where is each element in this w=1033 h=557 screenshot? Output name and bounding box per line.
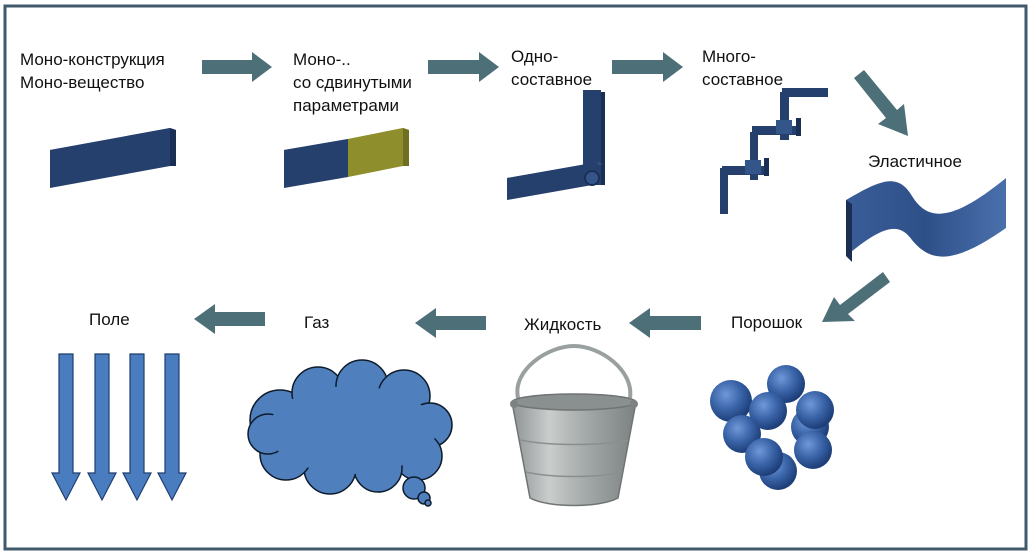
arrow-gas-to-field xyxy=(194,304,265,334)
flow-arrows xyxy=(194,52,908,338)
label-powder-line-1: Порошок xyxy=(731,313,803,332)
flat-bar-icon xyxy=(50,128,176,188)
field-arrow-2 xyxy=(87,353,117,502)
label-field-line-1: Поле xyxy=(89,310,130,329)
label-mono-line-1: Моно-конструкция xyxy=(20,50,165,69)
label-liquid: Жидкость xyxy=(524,313,601,336)
label-gas: Газ xyxy=(304,311,329,334)
field-arrows-icon xyxy=(51,353,187,502)
label-shifted-line-1: Моно-.. xyxy=(293,50,351,69)
multi-link-icon xyxy=(720,88,828,214)
two-color-bar-icon xyxy=(284,128,409,188)
label-elastic-line-1: Эластичное xyxy=(868,152,962,171)
label-single: Одно- составное xyxy=(511,45,592,91)
label-mono-line-2: Моно-вещество xyxy=(20,73,145,92)
arrow-powder-to-liquid xyxy=(629,308,701,338)
label-single-line-2: составное xyxy=(511,70,593,89)
l-joint-icon xyxy=(507,90,605,200)
label-field: Поле xyxy=(89,308,130,331)
field-arrow-4 xyxy=(157,353,187,502)
label-multi-line-1: Много- xyxy=(702,47,756,66)
label-shifted-line-3: параметрами xyxy=(293,96,400,115)
powder-balls-icon xyxy=(710,365,834,490)
frame-border xyxy=(3,4,1028,551)
label-mono: Моно-конструкция Моно-вещество xyxy=(20,48,165,94)
bucket-icon xyxy=(510,343,638,507)
label-shifted-line-2: со сдвинутыми xyxy=(293,73,412,92)
label-powder: Порошок xyxy=(731,311,802,334)
field-arrow-1 xyxy=(51,353,81,502)
arrow-liquid-to-gas xyxy=(415,308,486,338)
cloud-icon xyxy=(247,359,453,507)
label-single-line-1: Одно- xyxy=(511,47,559,66)
arrow-multi-to-elastic xyxy=(854,70,908,136)
label-gas-line-1: Газ xyxy=(304,313,330,332)
arrow-single-to-multi xyxy=(612,52,683,82)
label-multi: Много- составное xyxy=(702,45,783,91)
label-multi-line-2: составное xyxy=(702,70,784,89)
label-liquid-line-1: Жидкость xyxy=(524,315,602,334)
arrow-shifted-to-single xyxy=(428,52,499,82)
arrow-elastic-to-powder xyxy=(822,272,890,322)
label-shifted: Моно-.. со сдвинутыми параметрами xyxy=(293,48,412,117)
arrow-mono-to-shifted xyxy=(202,52,272,82)
label-elastic: Эластичное xyxy=(868,150,962,173)
wavy-sheet-icon xyxy=(846,178,1006,262)
field-arrow-3 xyxy=(122,353,152,502)
